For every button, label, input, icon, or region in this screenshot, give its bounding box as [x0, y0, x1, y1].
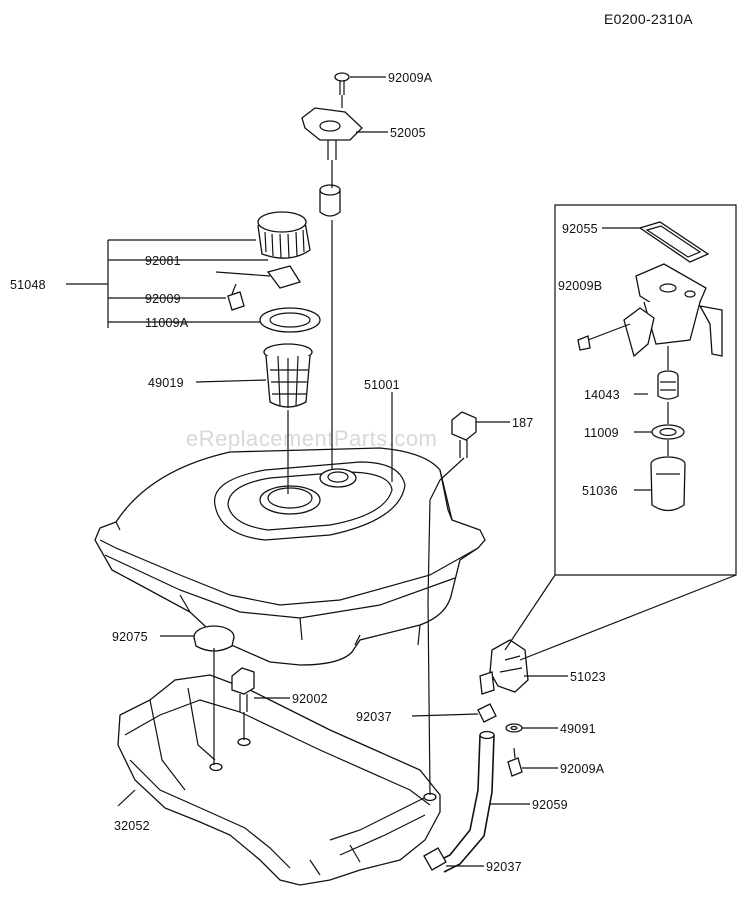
callout-187: 187 — [512, 416, 533, 430]
watermark: eReplacementParts.com — [186, 426, 437, 451]
fuel-cap — [257, 211, 311, 259]
callout-92055: 92055 — [562, 222, 598, 236]
bolt-92002 — [231, 667, 255, 712]
fuel-hose-92059 — [435, 730, 495, 873]
diagram-code: E0200-2310A — [604, 11, 693, 27]
screw-92009B — [577, 323, 631, 351]
clamp-92037-mid — [477, 703, 497, 723]
callout-52005: 52005 — [390, 126, 426, 140]
gasket-92055 — [638, 221, 710, 263]
callout-14043: 14043 — [584, 388, 620, 402]
cup-51036 — [650, 456, 686, 512]
callout-11009A: 11009A — [145, 316, 189, 330]
callout-51023: 51023 — [570, 670, 606, 684]
callout-92009A-top: 92009A — [388, 71, 433, 85]
bolt-187 — [451, 411, 477, 458]
cap-92075 — [193, 625, 235, 652]
callout-51001: 51001 — [364, 378, 400, 392]
callout-51048: 51048 — [10, 278, 46, 292]
washer-11009A — [259, 307, 321, 333]
screw-92009A-right — [507, 747, 523, 777]
callout-49019: 49019 — [148, 376, 184, 390]
washer-49091 — [505, 723, 523, 733]
callout-92009B: 92009B — [558, 279, 602, 293]
callout-11009: 11009 — [584, 426, 619, 440]
callout-32052: 32052 — [114, 819, 150, 833]
strainer-49019 — [263, 343, 313, 408]
fuel-cock-51023 — [479, 639, 529, 695]
leader-lines — [66, 76, 652, 867]
callout-92037-bottom: 92037 — [486, 860, 522, 874]
callout-92037-mid: 92037 — [356, 710, 392, 724]
detail-box — [504, 204, 737, 661]
callout-92002: 92002 — [292, 692, 328, 706]
callout-92059: 92059 — [532, 798, 568, 812]
oring-11009 — [651, 424, 685, 440]
filter-14043 — [657, 370, 679, 400]
callout-92075: 92075 — [112, 630, 148, 644]
callout-92009: 92009 — [145, 292, 181, 306]
callout-49091: 49091 — [560, 722, 596, 736]
fuel-tank — [94, 447, 486, 666]
clamp-92037-bottom — [423, 847, 447, 871]
cap-chain — [266, 265, 302, 289]
gauge-52005 — [301, 107, 363, 160]
bolt-92009 — [227, 283, 245, 311]
assembly-lines — [213, 95, 669, 796]
base-plate — [117, 674, 441, 886]
callout-92009A-right: 92009A — [560, 762, 605, 776]
gauge-float — [319, 184, 341, 217]
callout-92081: 92081 — [145, 254, 181, 268]
screw-92009A-top — [334, 72, 350, 95]
callout-51036: 51036 — [582, 484, 618, 498]
cock-body — [623, 263, 723, 358]
